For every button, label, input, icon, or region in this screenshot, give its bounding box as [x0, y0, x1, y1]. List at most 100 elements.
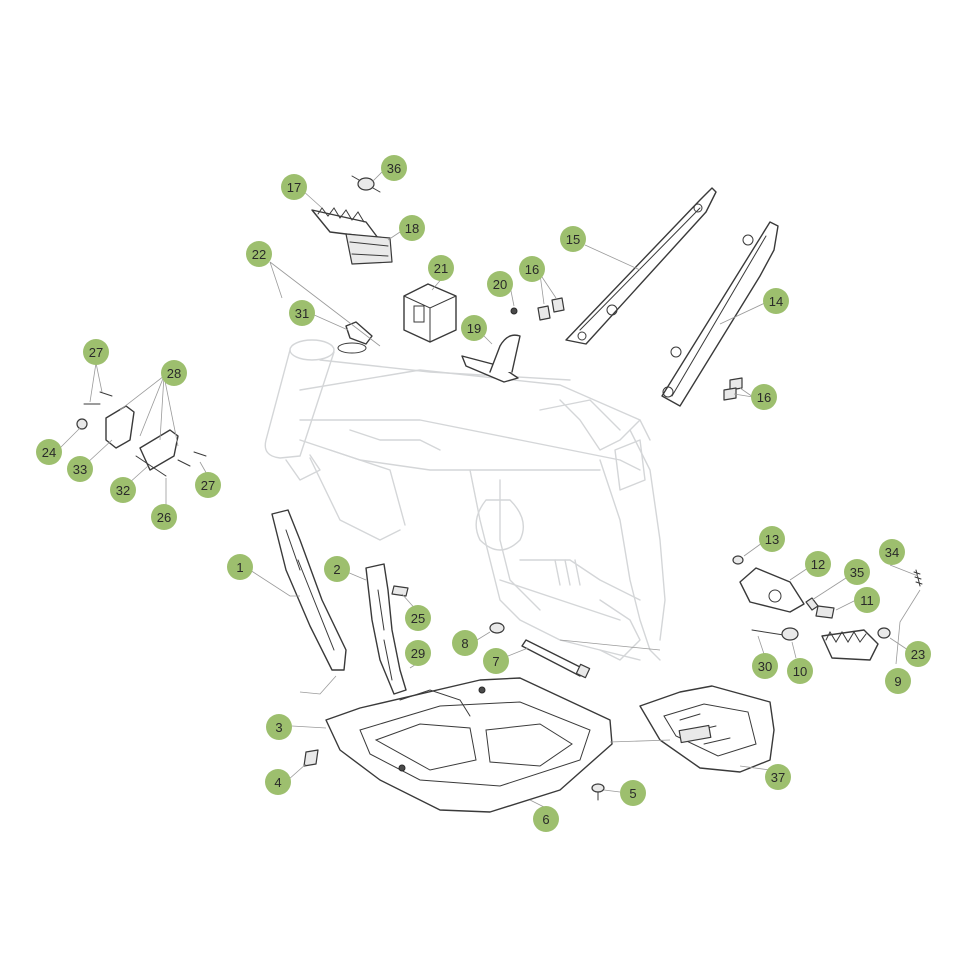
callout-16: 16: [519, 256, 545, 282]
callout-8: 8: [452, 630, 478, 656]
callout-badge: [759, 526, 785, 552]
callout-badge: [452, 630, 478, 656]
callout-badge: [487, 271, 513, 297]
callout-label: 29: [411, 646, 425, 661]
callout-26: 26: [151, 504, 177, 530]
part-bolt-11: [815, 605, 835, 619]
callout-label: 3: [275, 720, 282, 735]
callout-15: 15: [560, 226, 586, 252]
callout-label: 6: [542, 812, 549, 827]
frame-ghost: [264, 339, 666, 661]
callout-badge: [381, 155, 407, 181]
callout-badge: [879, 539, 905, 565]
callout-badge: [405, 605, 431, 631]
callout-29: 29: [405, 640, 431, 666]
callout-badge: [281, 174, 307, 200]
callout-label: 21: [434, 261, 448, 276]
callout-label: 24: [42, 445, 56, 460]
callout-27: 27: [83, 339, 109, 365]
part-footpeg-right: [751, 627, 891, 661]
callout-badge: [560, 226, 586, 252]
callout-33: 33: [67, 456, 93, 482]
callout-label: 9: [894, 674, 901, 689]
part-subframe-rail-15: [565, 187, 717, 345]
callout-label: 5: [629, 786, 636, 801]
callout-badge: [805, 551, 831, 577]
callout-badge: [161, 360, 187, 386]
part-lower-rail-2: [365, 563, 407, 695]
callout-label: 13: [765, 532, 779, 547]
callout-badge: [266, 714, 292, 740]
part-bracket-19: [461, 307, 521, 383]
parts: [76, 175, 923, 813]
part-bracket-12: [732, 555, 819, 613]
callout-badge: [787, 658, 813, 684]
part-pin-34: [913, 569, 923, 587]
callout-badge: [67, 456, 93, 482]
callout-20: 20: [487, 271, 513, 297]
callout-label: 4: [274, 775, 281, 790]
callout-1: 1: [227, 554, 253, 580]
callout-10: 10: [787, 658, 813, 684]
callout-label: 1: [236, 560, 243, 575]
callout-5: 5: [620, 780, 646, 806]
part-bolts-16-right: [723, 377, 743, 401]
part-subframe-rail-14: [661, 221, 779, 407]
part-bracket-group-left: [76, 391, 207, 477]
callout-4: 4: [265, 769, 291, 795]
callout-badge: [246, 241, 272, 267]
callout-label: 22: [252, 247, 266, 262]
callout-label: 27: [89, 345, 103, 360]
callout-label: 32: [116, 483, 130, 498]
callout-label: 18: [405, 221, 419, 236]
callout-28: 28: [161, 360, 187, 386]
callout-badge: [36, 439, 62, 465]
callout-label: 7: [492, 654, 499, 669]
callout-badge: [905, 641, 931, 667]
callout-badge: [533, 806, 559, 832]
callout-badge: [195, 472, 221, 498]
part-lower-rail-1: [271, 509, 347, 671]
callout-12: 12: [805, 551, 831, 577]
callout-label: 10: [793, 664, 807, 679]
callout-label: 2: [333, 562, 340, 577]
callout-2: 2: [324, 556, 350, 582]
part-box-21: [403, 283, 457, 343]
callout-label: 20: [493, 277, 507, 292]
callout-27: 27: [195, 472, 221, 498]
part-bolt-5: [591, 783, 605, 801]
callout-label: 17: [287, 180, 301, 195]
callout-badge: [405, 640, 431, 666]
callout-label: 35: [850, 565, 864, 580]
callout-18: 18: [399, 215, 425, 241]
callout-13: 13: [759, 526, 785, 552]
callout-badge: [324, 556, 350, 582]
callout-3: 3: [266, 714, 292, 740]
callout-25: 25: [405, 605, 431, 631]
part-bolt-4: [303, 749, 319, 767]
callout-label: 16: [525, 262, 539, 277]
callout-badge: [765, 764, 791, 790]
callout-16: 16: [751, 384, 777, 410]
part-bolt-25: [391, 585, 409, 597]
callout-label: 30: [758, 659, 772, 674]
callout-badge: [151, 504, 177, 530]
callout-badge: [83, 339, 109, 365]
part-skid-plate-6: [325, 677, 613, 813]
callout-badge: [752, 653, 778, 679]
callout-label: 23: [911, 647, 925, 662]
callout-badge: [885, 668, 911, 694]
callout-badge: [763, 288, 789, 314]
callout-34: 34: [879, 539, 905, 565]
callout-badge: [620, 780, 646, 806]
part-bolts-16-top: [537, 297, 565, 321]
callout-6: 6: [533, 806, 559, 832]
callout-label: 8: [461, 636, 468, 651]
callout-badge: [227, 554, 253, 580]
part-plate-37: [639, 685, 775, 773]
callout-badge: [519, 256, 545, 282]
callout-36: 36: [381, 155, 407, 181]
callout-badge: [844, 559, 870, 585]
callout-22: 22: [246, 241, 272, 267]
callout-11: 11: [854, 587, 880, 613]
